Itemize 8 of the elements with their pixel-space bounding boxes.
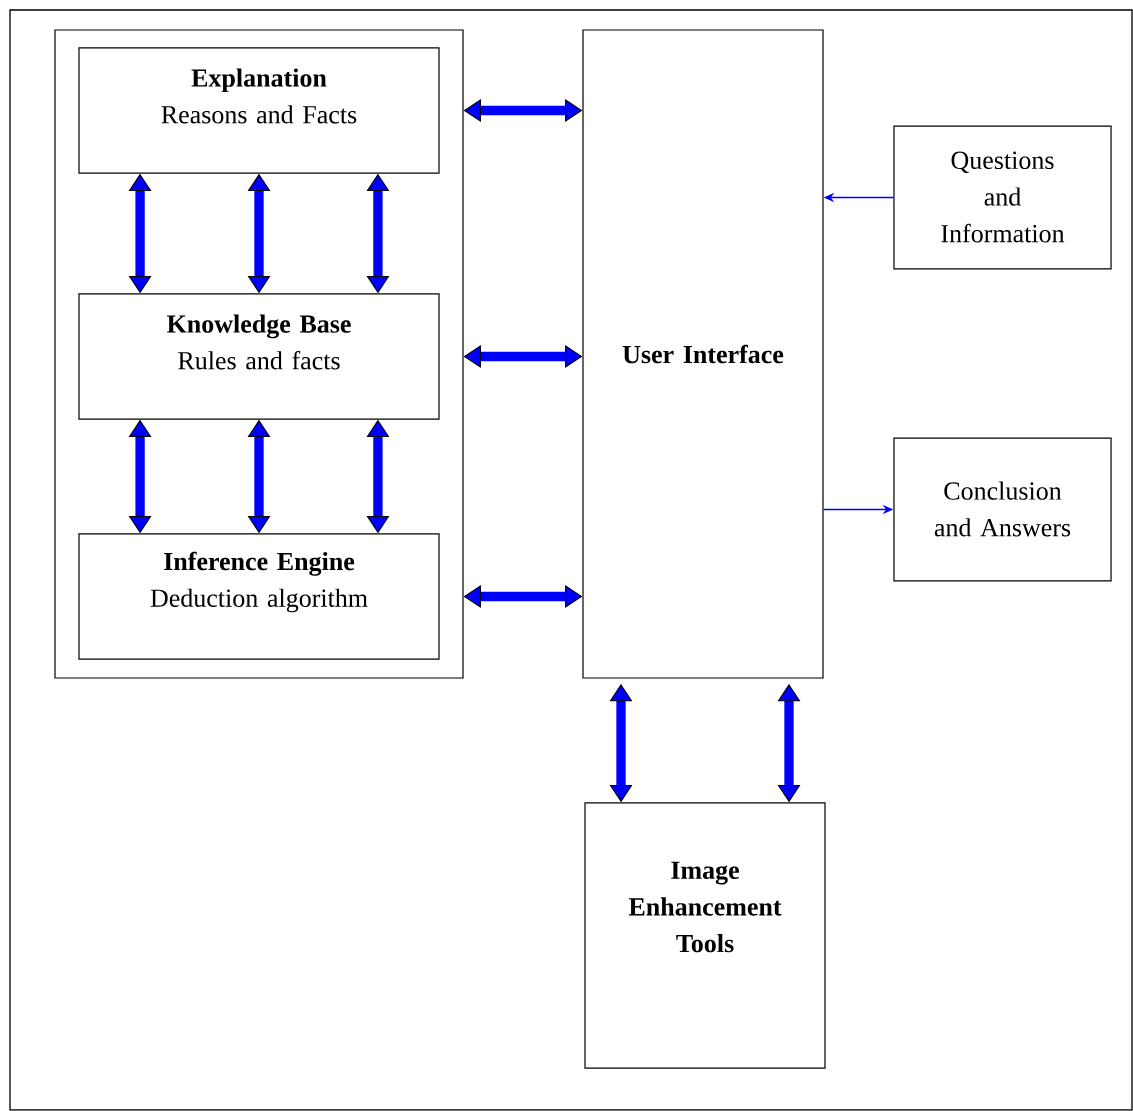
interface-box: User Interface: [582, 29, 824, 679]
process-box: Knowledge Base Rules and facts: [78, 293, 440, 420]
group-box: [54, 29, 464, 679]
process-box: Inference Engine Deduction algorithm: [78, 533, 440, 660]
process-box: Questions and Information: [893, 125, 1112, 270]
process-box: Conclusion and Answers: [893, 437, 1112, 582]
process-box: Explanation Reasons and Facts: [78, 47, 440, 174]
process-box: Image Enhancement Tools: [584, 802, 826, 1069]
